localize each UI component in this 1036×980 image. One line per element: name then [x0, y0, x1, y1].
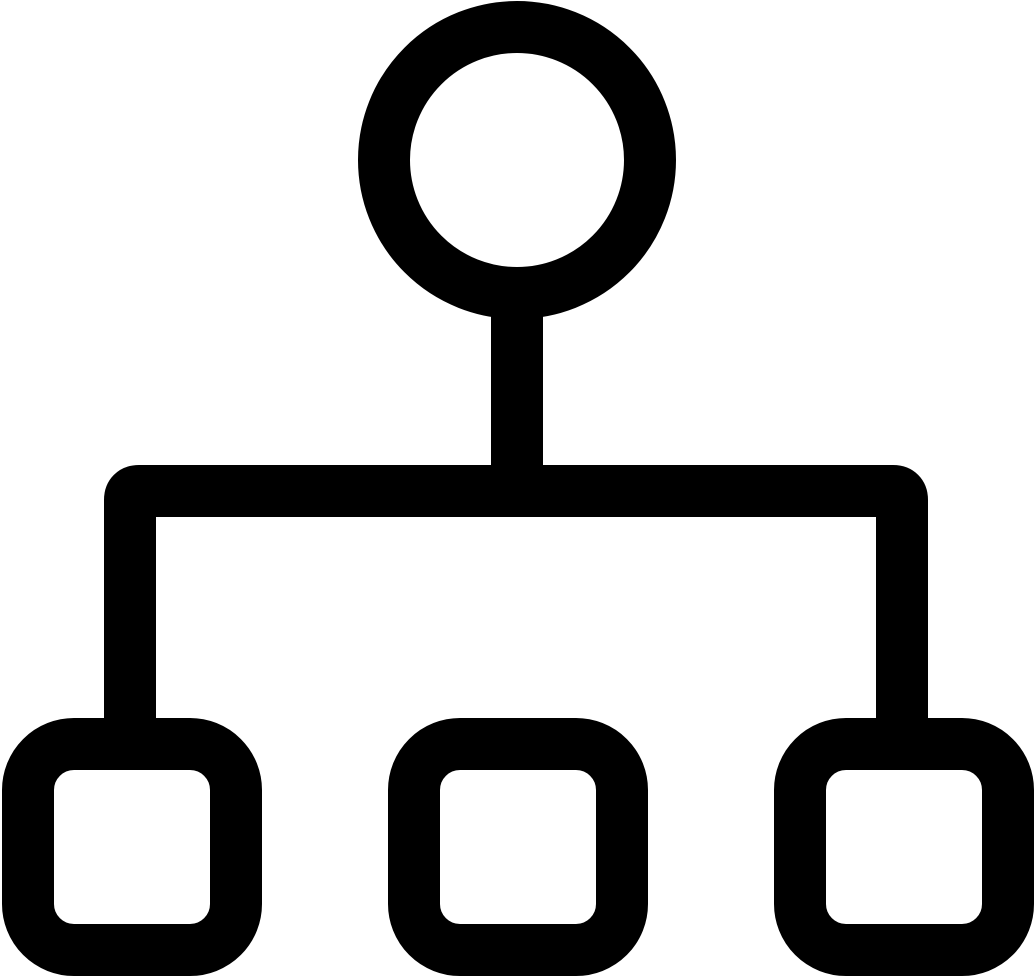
child-node-middle — [388, 718, 648, 976]
branch-bar — [104, 465, 928, 744]
child-node-right — [774, 718, 1034, 976]
root-node-circle — [358, 1, 676, 319]
child-node-left — [2, 718, 262, 976]
